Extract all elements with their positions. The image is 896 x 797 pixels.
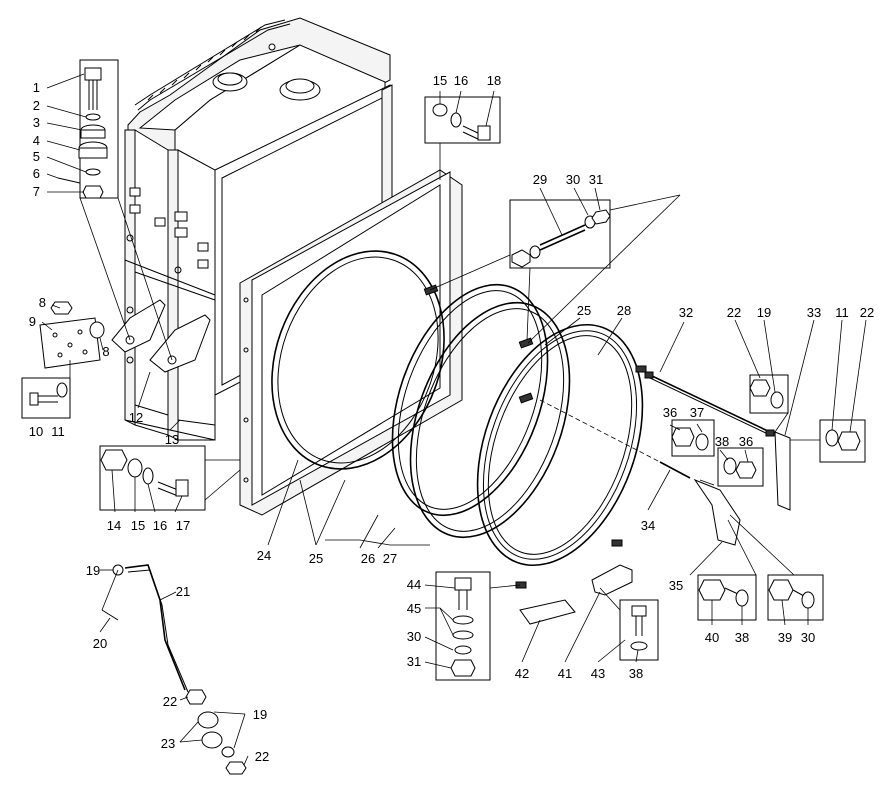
callout-label: 44 [407,577,421,592]
callout-label: 2 [33,98,40,113]
bolt-kit-15-18 [424,96,501,144]
callout-label: 16 [454,73,468,88]
bolt-kit-14-17 [99,445,206,511]
bracket-35 [693,478,741,546]
callout-label: 19 [757,305,771,320]
callout-label: 12 [129,410,143,425]
callout-label: 42 [515,666,529,681]
callout-label: 10 [29,424,43,439]
callout-label: 7 [33,184,40,199]
callout-label: 14 [107,518,121,533]
nut-kit-11-22-right [819,419,866,463]
callout-label: 3 [33,115,40,130]
callout-label: 1 [33,80,40,95]
callout-label: 23 [161,736,175,751]
stud-34 [539,399,691,479]
callout-label: 8 [102,344,109,359]
callout-label: 31 [589,172,603,187]
callout-label: 13 [165,432,179,447]
callout-label: 20 [93,636,107,651]
callout-label: 38 [715,434,729,449]
fan-ring-inner [391,283,549,517]
callout-label: 35 [669,578,683,593]
bolt-kit-44-31 [435,571,491,681]
callout-label: 21 [176,584,190,599]
bracket-33 [774,431,791,511]
fan-shroud-panel [239,169,463,516]
callout-label: 19 [253,707,267,722]
callout-label: 40 [705,630,719,645]
bolt-kit-39-30 [767,574,824,621]
callout-label: 4 [33,133,40,148]
tie-rod-32 [644,371,775,437]
leader-lines [41,73,867,766]
callout-label: 9 [29,314,36,329]
callout-label: 22 [255,749,269,764]
ring-clamps [423,284,647,589]
callout-label: 29 [533,172,547,187]
bushing-8-right [89,321,105,339]
callout-label: 39 [778,630,792,645]
callout-label: 5 [33,149,40,164]
radiator-fittings [126,187,209,364]
plate-42 [519,599,576,625]
nut-kit-19-22-top [749,374,789,414]
callout-label: 24 [257,548,271,563]
stud-kit-29-31 [509,199,611,269]
callout-label: 30 [801,630,815,645]
callout-label: 38 [735,630,749,645]
callout-label: 6 [33,166,40,181]
plate-9 [39,317,101,369]
callout-label: 37 [690,405,704,420]
callout-label: 28 [617,303,631,318]
callout-label: 43 [591,666,605,681]
fan-ring-middle [409,301,571,539]
callout-label: 15 [433,73,447,88]
mount-bracket-right [149,314,211,373]
callout-label: 15 [131,518,145,533]
callout-label: 22 [727,305,741,320]
callout-label: 36 [663,405,677,420]
bolt-10-kit [21,377,71,419]
callout-label: 25 [577,303,591,318]
bracket-41 [591,564,633,596]
callout-label: 33 [807,305,821,320]
bolt-kit-43-38 [619,599,659,661]
callout-label: 17 [176,518,190,533]
callout-labels: 1 2 3 4 5 6 7 8 8 9 10 11 12 13 14 15 16… [29,73,874,764]
callout-label: 22 [163,694,177,709]
callout-label: 25 [309,551,323,566]
callout-label: 11 [835,305,849,320]
mount-hardware-stack [57,59,119,199]
callout-label: 38 [629,666,643,681]
fan-ring-outer [476,323,644,567]
callout-label: 32 [679,305,693,320]
callout-label: 45 [407,601,421,616]
nut-kit-36-37 [671,419,715,457]
callout-label: 36 [739,434,753,449]
callout-label: 34 [641,518,655,533]
callout-label: 26 [361,551,375,566]
callout-label: 22 [860,305,874,320]
mount-bracket-left [111,299,166,353]
nut-8-left [50,301,73,315]
callout-label: 19 [86,563,100,578]
callout-label: 41 [558,666,572,681]
bolt-kit-40-38 [697,574,757,621]
callout-label: 16 [153,518,167,533]
callout-label: 11 [51,424,65,439]
callout-label: 27 [383,551,397,566]
callout-label: 18 [487,73,501,88]
callout-label: 30 [566,172,580,187]
callout-label: 8 [39,295,46,310]
callout-label: 30 [407,629,421,644]
callout-label: 31 [407,654,421,669]
nut-kit-38-36 [717,447,764,487]
